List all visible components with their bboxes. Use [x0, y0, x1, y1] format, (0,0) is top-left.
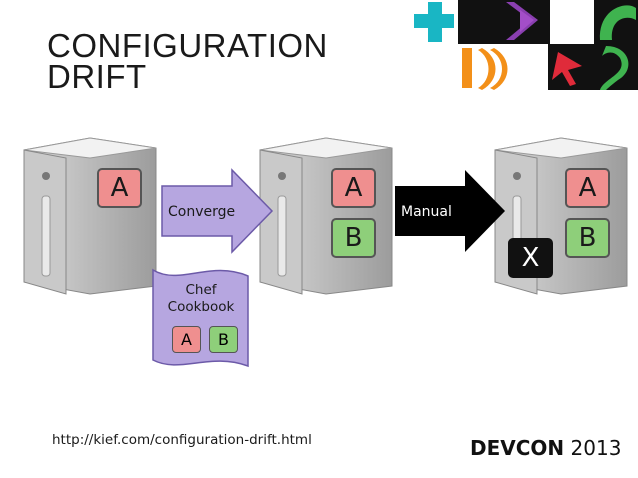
devcon-logo-tiles — [410, 0, 638, 90]
title-line-2: DRIFT — [47, 58, 147, 95]
cookbook-title: Chef Cookbook — [154, 282, 248, 316]
page-title: CONFIGURATION DRIFT — [47, 27, 328, 95]
server-right-box-b: B — [565, 218, 610, 258]
cookbook-box-b: B — [209, 326, 238, 353]
manual-label: Manual — [401, 204, 452, 220]
green-swirl-icon — [599, 5, 636, 40]
server-left-box-a: A — [97, 168, 142, 208]
converge-label: Converge — [168, 204, 236, 220]
server-middle-box-a: A — [331, 168, 376, 208]
cookbook-title-line-2: Cookbook — [167, 299, 235, 315]
source-url: http://kief.com/configuration-drift.html — [52, 432, 312, 448]
server-right-box-x: X — [508, 238, 553, 278]
cookbook-box-a: A — [172, 326, 201, 353]
server-right-box-a: A — [565, 168, 610, 208]
server-left — [23, 137, 157, 295]
converge-arrow — [161, 168, 274, 254]
devcon-brand: DEVCON 2013 — [470, 436, 621, 460]
cookbook-title-line-1: Chef — [185, 282, 217, 298]
devcon-brand-name: DEVCON — [470, 436, 565, 460]
sound-wave-icon — [478, 48, 496, 90]
server-middle-box-b: B — [331, 218, 376, 258]
manual-arrow — [395, 170, 505, 252]
title-line-1: CONFIGURATION — [47, 27, 328, 64]
server-middle — [259, 137, 393, 295]
cursor-arrow-icon — [552, 52, 582, 86]
plus-icon — [414, 2, 454, 42]
devcon-brand-year: 2013 — [570, 436, 622, 460]
